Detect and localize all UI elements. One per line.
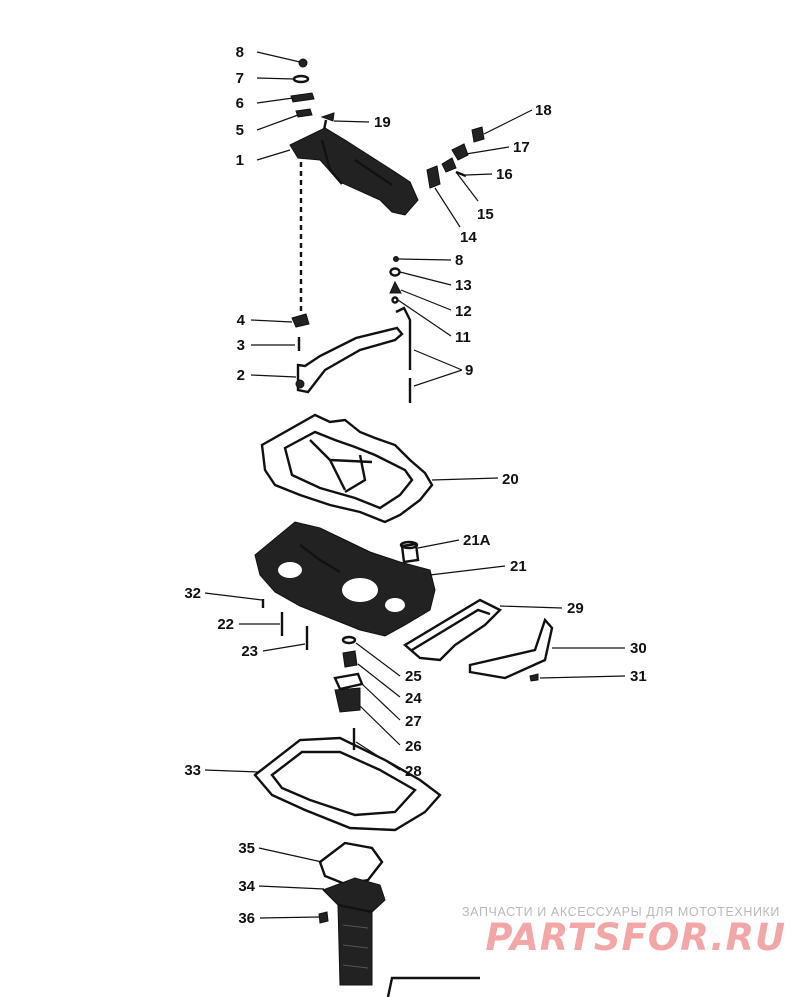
callout-label: 5	[236, 122, 244, 139]
callout-label: 2	[237, 367, 245, 384]
callout-label: 26	[405, 738, 422, 755]
parts-illustration	[253, 58, 554, 997]
callout-label: 33	[184, 762, 201, 779]
callout-labels: 8 7 6 5 1 19 18 17 16 15 14 8 13 12 11 4…	[184, 44, 646, 927]
callout-label: 16	[496, 166, 513, 183]
watermark-brand: PARTSFOR.RU	[485, 916, 786, 959]
callout-label: 24	[405, 690, 422, 707]
callout-label: 18	[535, 102, 552, 119]
callout-label: 36	[238, 910, 255, 927]
callout-label: 15	[477, 206, 494, 223]
watermark: ЗАПЧАСТИ И АКСЕССУАРЫ ДЛЯ МОТОТЕХНИКИ PA…	[462, 905, 786, 959]
callout-label: 3	[237, 337, 245, 354]
callout-label: 9	[465, 362, 473, 379]
callout-label: 12	[455, 303, 472, 320]
callout-label: 25	[405, 668, 422, 685]
callout-label: 23	[241, 643, 258, 660]
callout-label: 35	[238, 840, 255, 857]
callout-label: 29	[567, 600, 584, 617]
callout-label: 30	[630, 640, 647, 657]
callout-label: 21A	[463, 532, 491, 549]
callout-label: 11	[455, 329, 471, 346]
callout-label: 21	[510, 558, 527, 575]
callout-label: 20	[502, 471, 519, 488]
callout-label: 8	[236, 44, 244, 61]
leader-lines	[204, 51, 626, 919]
callout-label: 28	[405, 763, 422, 780]
callout-label: 31	[630, 668, 647, 685]
callout-label: 14	[460, 229, 477, 246]
callout-label: 17	[513, 139, 530, 156]
callout-label: 4	[237, 312, 246, 329]
callout-label: 6	[236, 95, 244, 112]
callout-label: 7	[236, 70, 244, 87]
callout-label: 22	[217, 616, 234, 633]
callout-label: 34	[238, 878, 255, 895]
callout-label: 13	[455, 277, 472, 294]
watermark-tagline: ЗАПЧАСТИ И АКСЕССУАРЫ ДЛЯ МОТОТЕХНИКИ	[462, 905, 780, 919]
callout-label: 27	[405, 713, 422, 730]
callout-label: 32	[184, 585, 201, 602]
callout-label: 19	[374, 114, 391, 131]
callout-label: 1	[236, 152, 244, 169]
callout-label: 8	[455, 252, 463, 269]
